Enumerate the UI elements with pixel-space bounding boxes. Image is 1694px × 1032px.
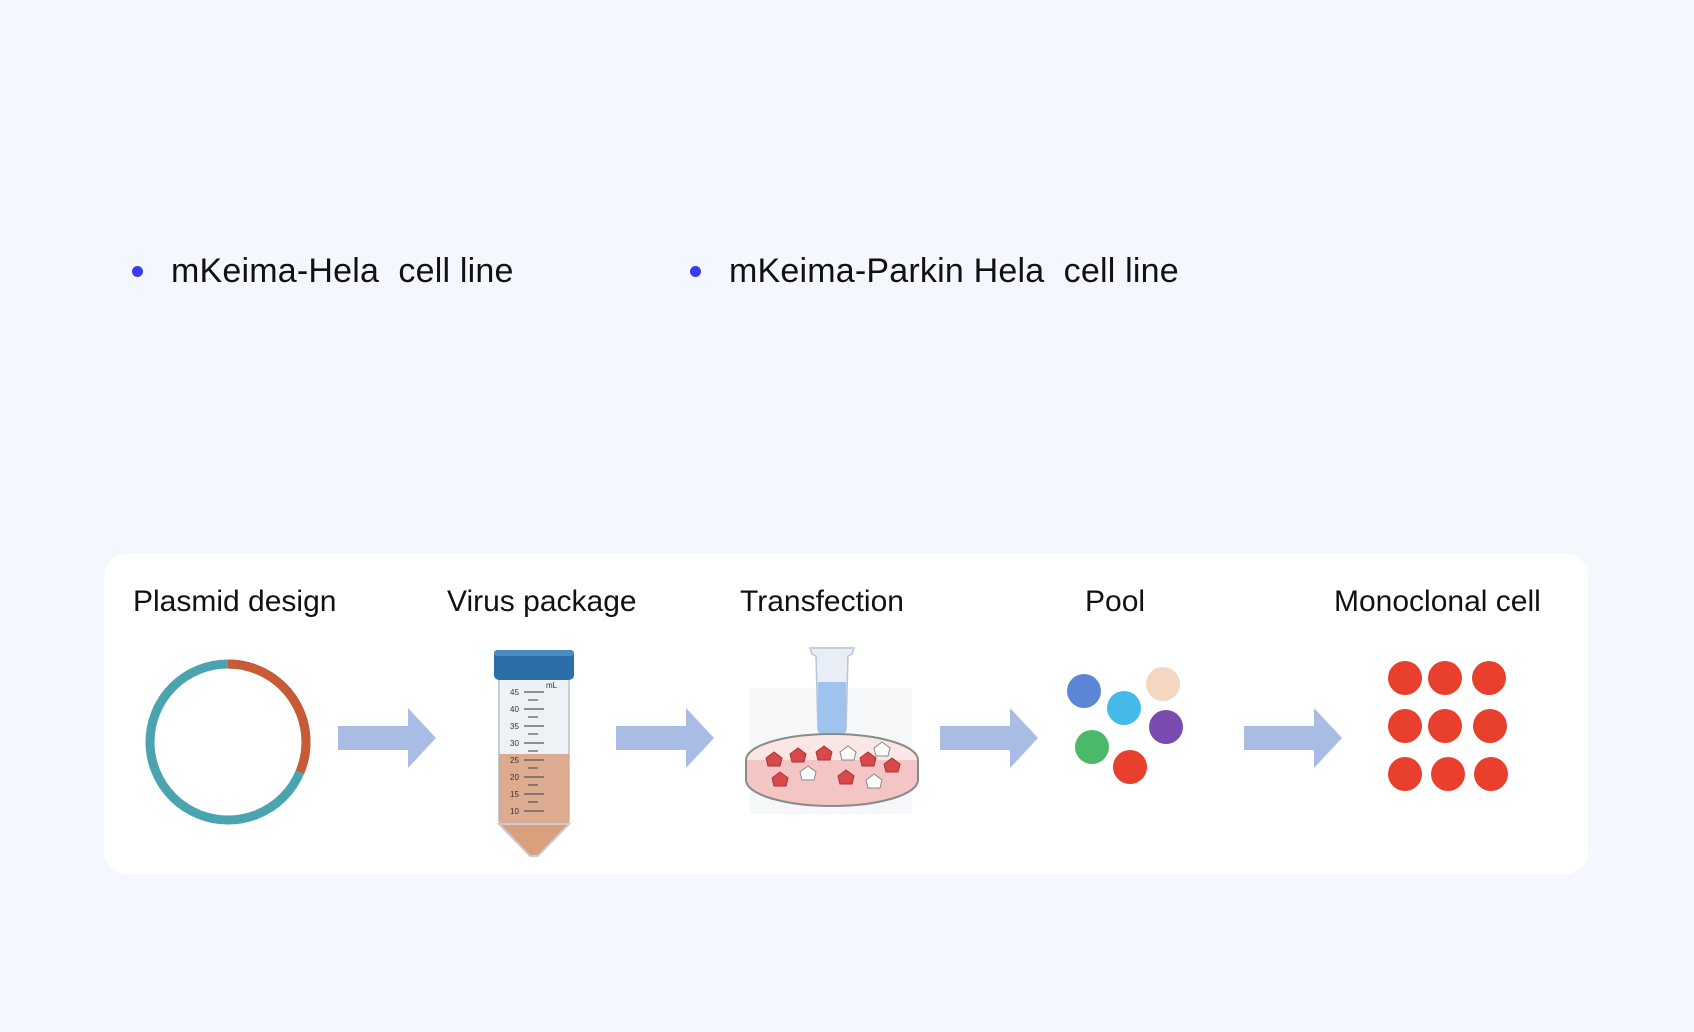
arrow-right-icon bbox=[616, 708, 714, 768]
step-label-virus-package: Virus package bbox=[447, 585, 637, 618]
cell-pool-icon bbox=[1067, 667, 1183, 784]
centrifuge-tube-icon: mL 45 40 35 30 25 20 15 10 bbox=[494, 650, 574, 857]
step-label-plasmid-design: Plasmid design bbox=[133, 585, 337, 618]
cell-line-item: mKeima-Hela cell line bbox=[132, 252, 514, 291]
arrow-right-icon bbox=[1244, 708, 1342, 768]
cell-line-label: mKeima-Hela cell line bbox=[171, 252, 514, 290]
cell-line-item: mKeima-Parkin Hela cell line bbox=[690, 252, 1179, 291]
tube-tick-label: 15 bbox=[510, 790, 519, 799]
tube-tick-label: 10 bbox=[510, 807, 519, 816]
monoclonal-cells-icon bbox=[1388, 661, 1508, 791]
tube-tick-label: 30 bbox=[510, 739, 519, 748]
tube-tick-label: 40 bbox=[510, 705, 519, 714]
cell-line-label: mKeima-Parkin Hela cell line bbox=[729, 252, 1179, 290]
step-label-pool: Pool bbox=[1085, 585, 1146, 618]
tube-tick-label: 25 bbox=[510, 756, 519, 765]
step-label-transfection: Transfection bbox=[740, 585, 904, 618]
tube-tick-label: 45 bbox=[510, 688, 519, 697]
tube-unit-label: mL bbox=[546, 681, 558, 690]
bullet-dot-icon bbox=[690, 266, 701, 277]
step-label-monoclonal-cell: Monoclonal cell bbox=[1334, 585, 1541, 618]
cell-line-list: mKeima-Hela cell line mKeima-Parkin Hela… bbox=[0, 252, 1694, 300]
plasmid-icon bbox=[145, 659, 311, 825]
tube-tick-label: 20 bbox=[510, 773, 519, 782]
arrow-right-icon bbox=[338, 708, 436, 768]
tube-tick-label: 35 bbox=[510, 722, 519, 731]
arrow-right-icon bbox=[940, 708, 1038, 768]
bullet-dot-icon bbox=[132, 266, 143, 277]
petri-dish-icon bbox=[745, 647, 919, 814]
